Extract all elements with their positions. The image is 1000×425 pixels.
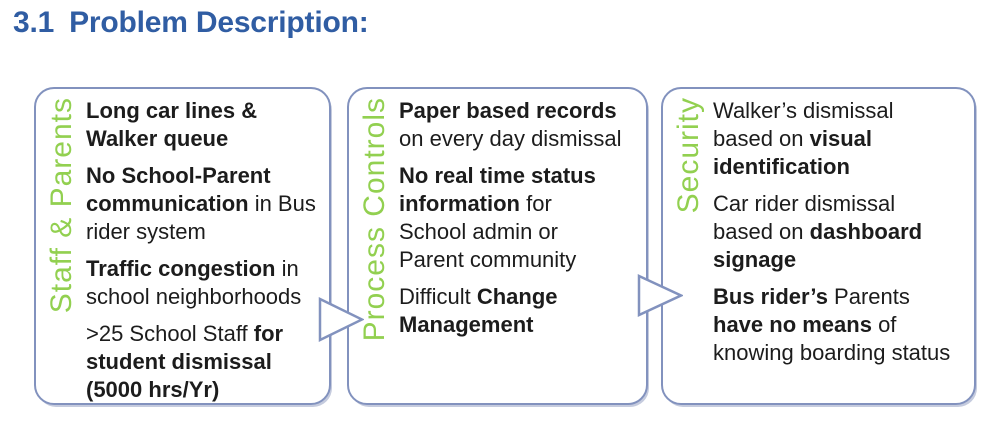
problem-item: Paper based records on every day dismiss… [399,98,622,151]
problem-item: Bus rider’s Parents have no means of kno… [713,284,951,365]
problem-item: Long car lines & Walker queue [86,98,258,151]
box-content: Walker’s dismissal based on visual ident… [713,89,956,403]
box-label-column: Process Controls [349,89,399,403]
flow-arrow-icon [637,274,683,317]
problem-item: Traffic congestion in school neighborhoo… [86,256,302,309]
problem-box-staff-parents: Staff & Parents Long car lines & Walker … [34,87,331,405]
problem-item: Walker’s dismissal based on visual ident… [713,98,894,179]
problem-box-process-controls: Process Controls Paper based records on … [347,87,648,405]
box-content: Paper based records on every day dismiss… [399,89,624,403]
problem-item: No School-Parent communication in Bus ri… [86,163,316,244]
problem-item: No real time status information for Scho… [399,163,596,272]
box-label: Process Controls [358,97,391,342]
section-title: Problem Description: [69,6,369,39]
box-label: Security [672,97,705,214]
flow-arrow-icon [318,297,364,343]
problem-item: >25 School Staff for student dismissal (… [86,321,284,402]
section-number: 3.1 [13,6,55,39]
box-label-column: Staff & Parents [36,89,86,403]
box-label-column: Security [663,89,713,403]
problem-item: Car rider dismissal based on dashboard s… [713,191,923,272]
box-content: Long car lines & Walker queue No School-P… [86,89,329,403]
box-label: Staff & Parents [45,97,78,314]
section-heading: 3.1 Problem Description: [13,6,369,40]
problem-box-security: Security Walker’s dismissal based on vis… [661,87,976,405]
problem-item: Difficult Change Management [399,284,558,337]
